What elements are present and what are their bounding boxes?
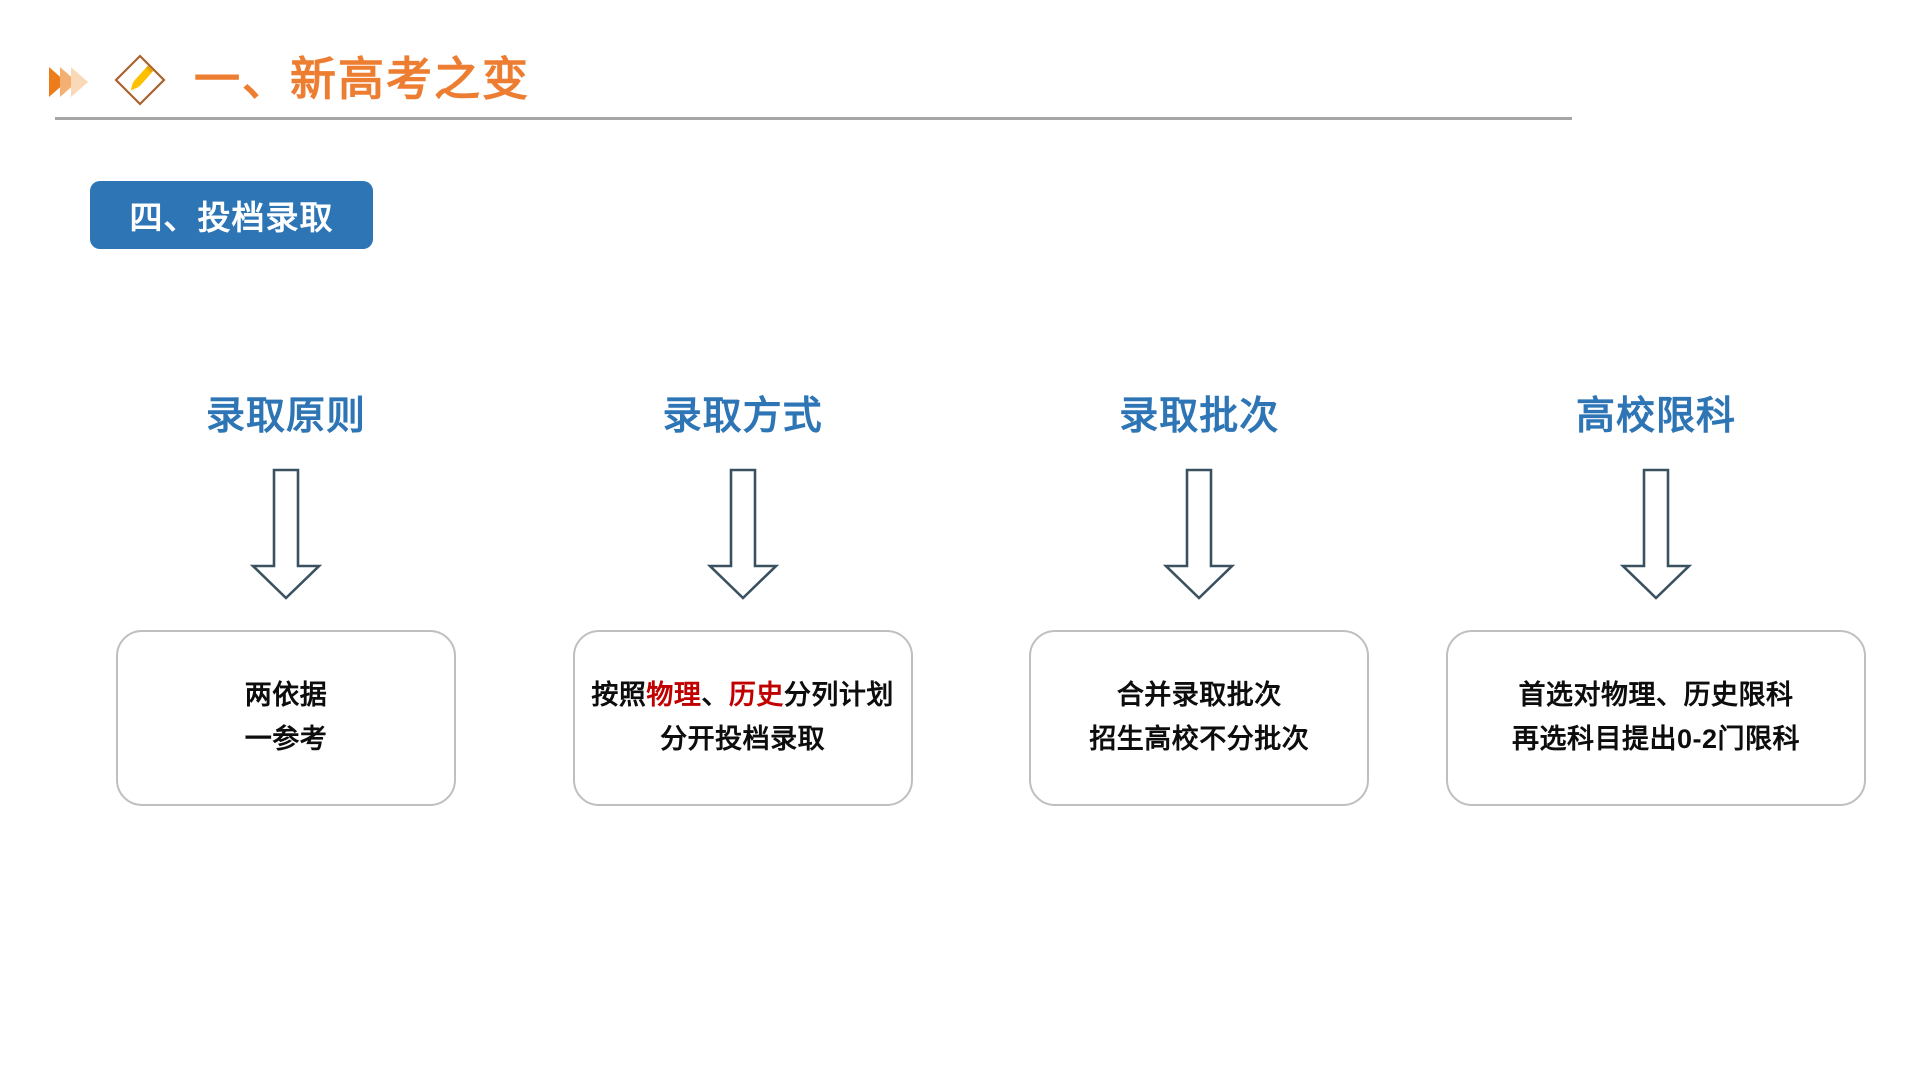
chevron-right-icon-3	[71, 67, 88, 97]
content-line: 按照物理、历史分列计划	[591, 679, 894, 713]
content-box: 按照物理、历史分列计划 分开投档录取	[572, 630, 913, 806]
page-title: 一、新高考之变	[194, 53, 530, 105]
chevrons-right-icon	[49, 67, 88, 97]
column-heading: 录取原则	[205, 394, 366, 438]
column-heading: 录取批次	[1119, 394, 1280, 438]
content-line: 分开投档录取	[660, 723, 825, 757]
section-badge: 四、投档录取	[90, 181, 373, 249]
section-badge-label: 四、投档录取	[129, 199, 334, 236]
diamond-pencil-icon	[112, 52, 168, 108]
content-line: 首选对物理、历史限科	[1518, 679, 1793, 713]
content-segment: 两依据	[244, 680, 328, 711]
slide-header: 一、新高考之变	[49, 36, 1575, 122]
column-recruit-principle: 录取原则 两依据 一参考	[76, 390, 496, 930]
arrow-down-icon	[1611, 466, 1701, 602]
content-segment: 首选对物理、历史限科	[1518, 680, 1794, 711]
content-line: 再选科目提出0-2门限科	[1512, 723, 1800, 757]
content-line: 合并录取批次	[1117, 679, 1282, 713]
column-recruit-method: 录取方式 按照物理、历史分列计划 分开投档录取	[533, 390, 953, 930]
content-box: 合并录取批次 招生高校不分批次	[1029, 630, 1370, 806]
arrow-down-icon	[1154, 466, 1244, 602]
column-university-subject-limit: 高校限科 首选对物理、历史限科 再选科目提出0-2门限科	[1445, 390, 1866, 930]
content-segment-highlight: 历史	[728, 680, 784, 711]
content-segment-highlight: 物理	[646, 680, 702, 711]
content-line: 两依据	[245, 679, 328, 713]
column-heading: 录取方式	[662, 394, 823, 438]
column-heading: 高校限科	[1575, 394, 1736, 438]
content-segment: 招生高校不分批次	[1089, 724, 1310, 754]
content-segment: 再选科目提出0-2门限科	[1511, 724, 1800, 754]
arrow-down-icon	[698, 466, 788, 602]
content-segment: 合并录取批次	[1116, 680, 1282, 711]
column-recruit-batch: 录取批次 合并录取批次 招生高校不分批次	[989, 390, 1409, 930]
content-line: 招生高校不分批次	[1089, 723, 1309, 757]
header-divider	[55, 117, 1572, 120]
content-box: 两依据 一参考	[116, 630, 456, 806]
content-segment: 分列计划	[783, 680, 894, 711]
content-segment: 、	[701, 680, 729, 711]
content-line: 一参考	[245, 723, 328, 757]
content-segment: 一参考	[244, 724, 328, 754]
content-box: 首选对物理、历史限科 再选科目提出0-2门限科	[1445, 630, 1866, 806]
content-segment: 按照	[591, 680, 647, 711]
content-segment: 分开投档录取	[660, 724, 826, 754]
columns-container: 录取原则 两依据 一参考 录取方式	[76, 390, 1866, 930]
arrow-down-icon	[241, 466, 331, 602]
